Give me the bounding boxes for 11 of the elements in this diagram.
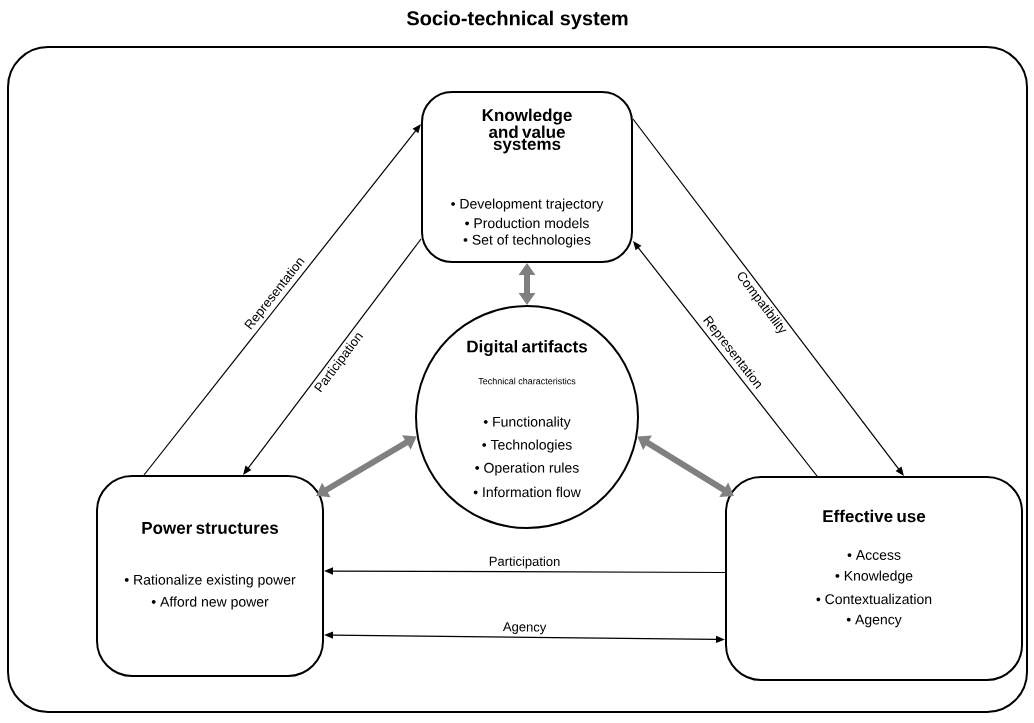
- node-label: Socio-technical system: [406, 10, 628, 30]
- circle-node: Digital artifacts Technical characteristics • Functionality • Technologies • Operation rules • Information flow: [415, 305, 639, 529]
- rounded-box: Knowledge and value systems • Development trajectory • Production models • Set of technologies: [421, 91, 633, 263]
- rounded-box: Power structures • Rationalize existing power • Afford new power: [96, 475, 324, 677]
- edge-label: Participation: [489, 556, 560, 569]
- arrow: [143, 124, 421, 476]
- rounded-box: Effective use • Access • Knowledge • Contextualization • Agency: [725, 476, 1023, 681]
- arrow: [243, 238, 422, 475]
- edge-label: Agency: [502, 622, 547, 635]
- arrow: [633, 241, 818, 477]
- arrow: [632, 118, 904, 476]
